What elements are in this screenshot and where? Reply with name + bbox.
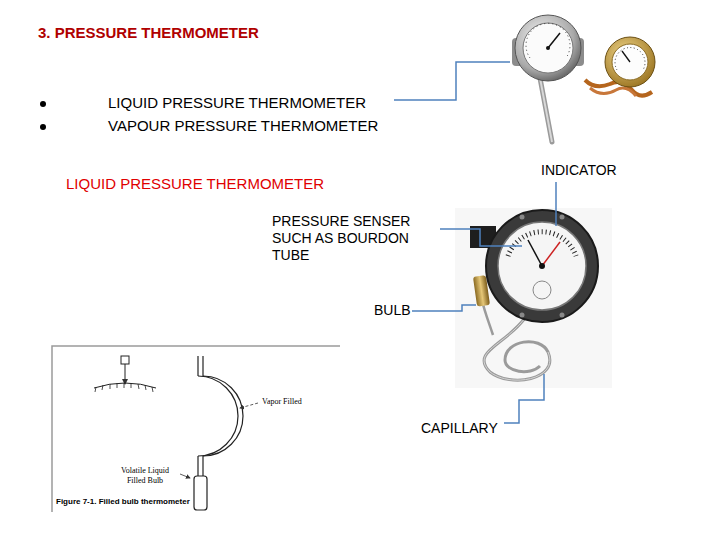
figure-label: Volatile Liquid Filled Bulb [114,466,176,485]
part-label: INDICATOR [541,162,617,179]
leader-line [394,62,556,423]
figure-label: Vapor Filled [262,397,302,407]
section-heading: LIQUID PRESSURE THERMOMETER [66,175,324,193]
thermometer-photo [455,208,612,388]
bullet [40,101,46,107]
bullet [40,124,46,130]
filled-bulb-figure [52,346,340,512]
part-label: CAPILLARY [421,420,498,437]
figure-caption: Figure 7-1. Filled bulb thermometer [56,497,190,507]
part-label: BULB [374,302,411,319]
bullet-item: LIQUID PRESSURE THERMOMETER [108,94,366,112]
part-label: PRESSURE SENSER SUCH AS BOURDON TUBE [272,213,432,263]
slide-title: 3. PRESSURE THERMOMETER [38,24,259,42]
bullet-item: VAPOUR PRESSURE THERMOMETER [108,117,378,135]
gauge-photo [512,15,655,142]
